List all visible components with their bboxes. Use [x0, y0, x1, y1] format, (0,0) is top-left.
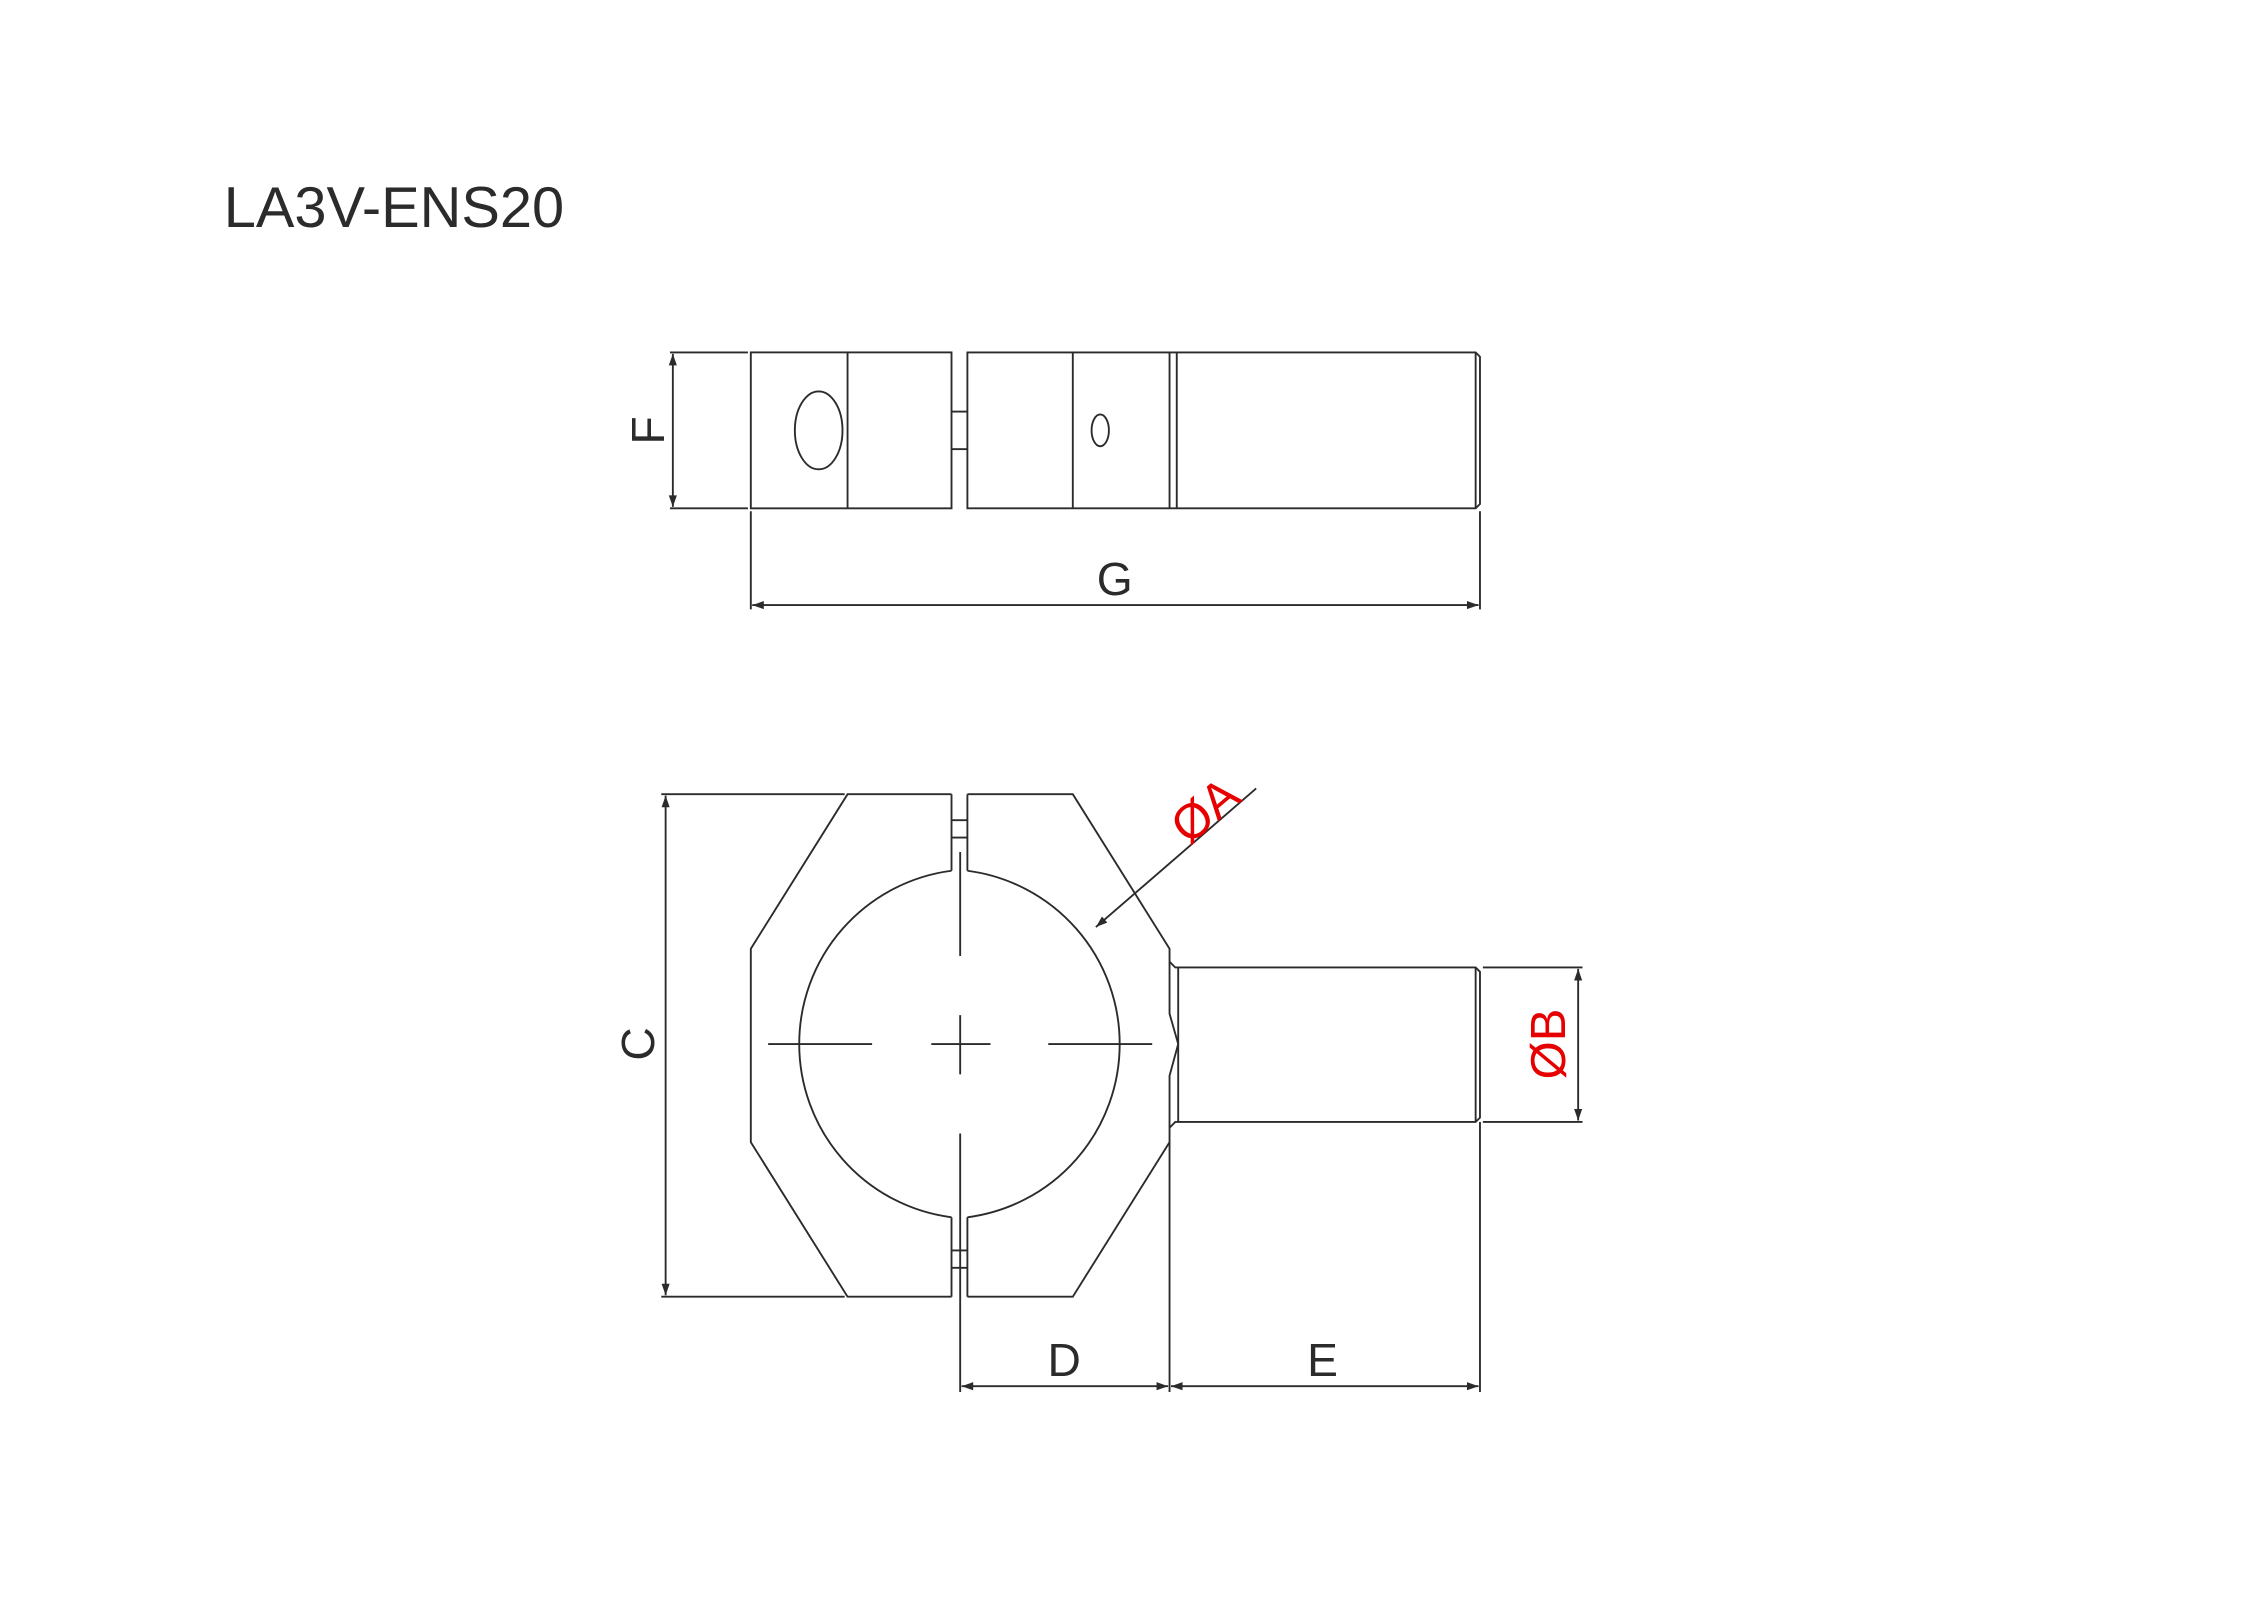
dimension-label-e: E: [1307, 1334, 1338, 1386]
top-view: [749, 351, 1481, 510]
dimension-label-b: ØB: [1522, 1009, 1576, 1080]
dimension-e: E: [1170, 1121, 1481, 1392]
dimension-label-c: C: [612, 1027, 664, 1060]
dimension-c: C: [612, 793, 845, 1298]
dimension-label-g: G: [1097, 553, 1133, 605]
dimension-g: G: [749, 511, 1481, 610]
dimension-f: F: [622, 351, 748, 510]
front-view: [749, 793, 1481, 1298]
dimension-a: ØA: [1095, 767, 1257, 928]
dimension-b: ØB: [1482, 966, 1583, 1123]
dimension-label-f: F: [622, 416, 674, 444]
dimension-label-d: D: [1047, 1334, 1080, 1386]
drawing-title: LA3V-ENS20: [224, 176, 564, 240]
dimension-label-a: ØA: [1161, 767, 1250, 854]
dimension-d: D: [959, 1142, 1171, 1392]
